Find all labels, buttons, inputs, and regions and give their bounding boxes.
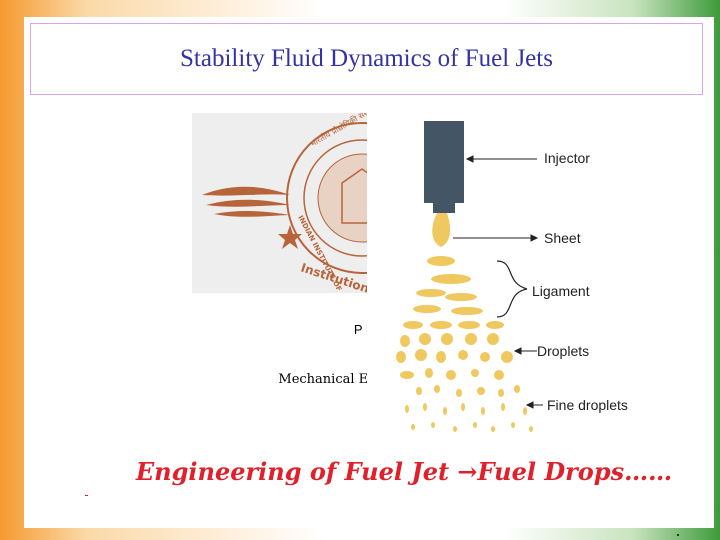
presenter-info: P M V Pro Mechanical Engi [184,317,389,392]
institute-logo: भारतीय प्रौद्योगिकी संस्थान INDIAN INSTI… [192,113,367,293]
slide: Stability Fluid Dynamics of Fuel Jets भा… [24,17,714,528]
label-injector: Injector [544,150,590,166]
injector-nozzle [433,203,455,213]
label-ligament: Ligament [532,283,590,299]
right-arrow-icon: → [457,457,478,486]
logo-hindi-text: भारतीय प्रौद्योगिकी संस्थान [308,113,367,149]
footer-main-text: Engineering of Fuel Jet [135,457,458,486]
label-fine-droplets: Fine droplets [547,397,628,413]
label-droplets: Droplets [537,343,589,359]
red-dash-mark [85,495,88,496]
sheet-shape [432,213,451,247]
slide-title: Stability Fluid Dynamics of Fuel Jets [180,45,553,72]
droplets-cluster [396,321,533,432]
corner-dot [677,534,679,536]
logo-graphic: भारतीय प्रौद्योगिकी संस्थान INDIAN INSTI… [202,113,367,293]
presenter-role: Pro [184,342,389,367]
footer-tail-text: Fuel Drops…… [477,457,673,486]
presenter-department: Mechanical Engi [278,372,389,387]
title-box: Stability Fluid Dynamics of Fuel Jets [30,23,703,95]
injector-body [424,121,464,203]
footer-caption: Engineering of Fuel Jet →Fuel Drops…… [124,457,684,486]
presenter-name: P M V [353,322,389,337]
logo-bottom-text: Institution o [299,261,367,293]
fuel-jet-diagram: Injector Sheet Ligament Droplets Fine dr… [367,113,667,443]
ligament-bracket [496,260,528,318]
label-sheet: Sheet [544,230,581,246]
